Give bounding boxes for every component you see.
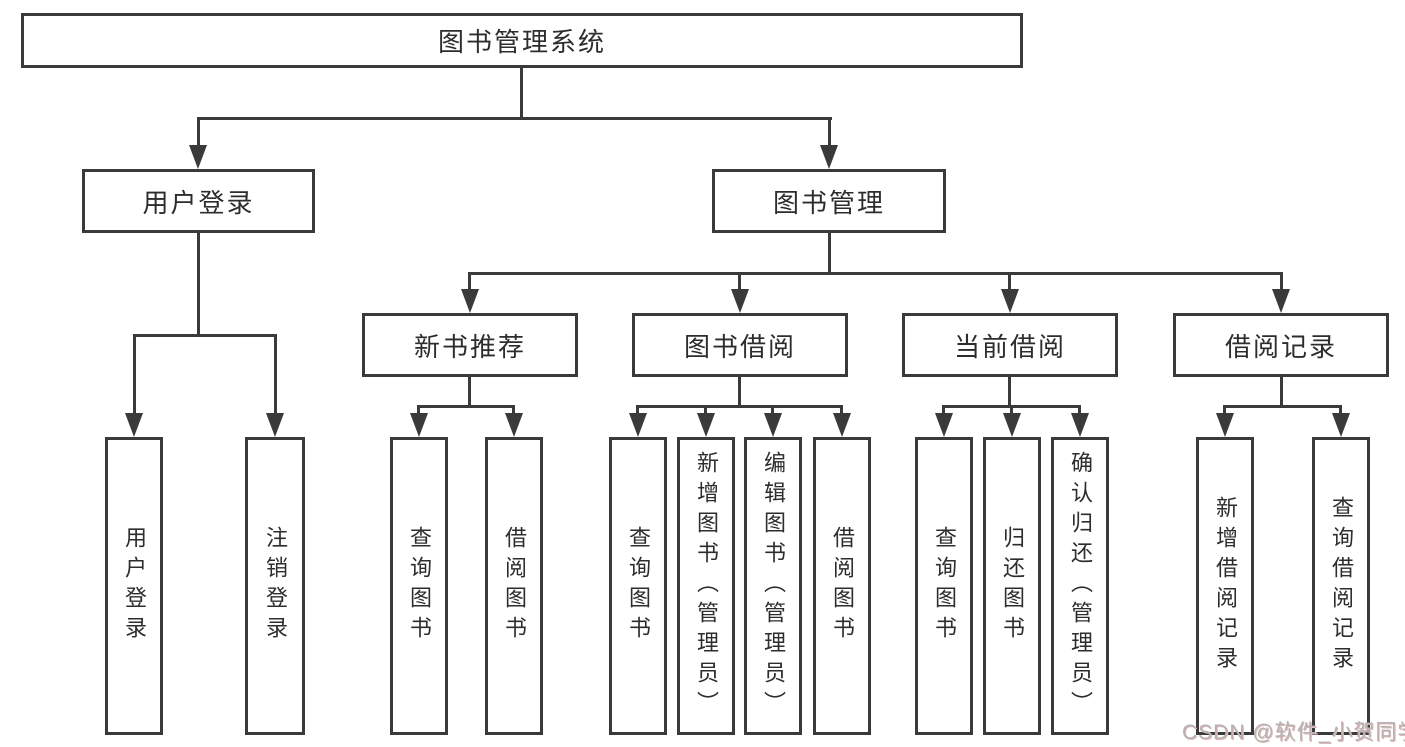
arrow-down-icon: [1216, 413, 1234, 437]
leaf-add-borrow-record: 新增借阅记录: [1196, 437, 1254, 735]
arrow-down-icon: [505, 413, 523, 437]
leaf-query-borrow-record: 查询借阅记录: [1312, 437, 1370, 735]
node-label: 编辑图书（管理员）: [761, 451, 786, 721]
connector-line: [197, 117, 200, 150]
node-book-management: 图书管理: [712, 169, 946, 233]
leaf-edit-book-admin: 编辑图书（管理员）: [744, 437, 802, 735]
connector-line: [840, 405, 843, 418]
connector-line: [417, 405, 515, 408]
arrow-down-icon: [1003, 413, 1021, 437]
connector-line: [771, 405, 774, 418]
node-label: 新增图书（管理员）: [694, 451, 719, 721]
arrow-down-icon: [833, 413, 851, 437]
connector-line: [1078, 405, 1081, 418]
arrow-down-icon: [820, 145, 838, 169]
node-new-book-recommend: 新书推荐: [362, 313, 578, 377]
node-label: 用户登录: [142, 187, 255, 218]
arrow-down-icon: [1272, 289, 1290, 313]
arrow-down-icon: [125, 413, 143, 437]
connector-line: [468, 377, 471, 408]
connector-line: [636, 405, 843, 408]
connector-line: [1010, 405, 1013, 418]
node-label: 查询图书: [932, 526, 957, 646]
leaf-borrow-books: 借阅图书: [485, 437, 543, 735]
node-label: 图书借阅: [683, 331, 796, 362]
node-label: 查询借阅记录: [1329, 496, 1354, 676]
connector-line: [133, 334, 277, 337]
connector-line: [738, 377, 741, 408]
arrow-down-icon: [1001, 289, 1019, 313]
arrow-down-icon: [731, 289, 749, 313]
connector-line: [828, 233, 831, 275]
node-borrowing-records: 借阅记录: [1173, 313, 1389, 377]
leaf-logout: 注销登录: [245, 437, 305, 735]
node-label: 查询图书: [626, 526, 651, 646]
connector-line: [1223, 405, 1342, 408]
node-book-borrowing: 图书借阅: [632, 313, 848, 377]
node-current-borrowing: 当前借阅: [902, 313, 1118, 377]
connector-line: [738, 272, 741, 292]
node-label: 注销登录: [263, 526, 288, 646]
arrow-down-icon: [1071, 413, 1089, 437]
connector-line: [1008, 377, 1011, 408]
arrow-down-icon: [1332, 413, 1350, 437]
node-label: 借阅记录: [1224, 331, 1337, 362]
leaf-query-books: 查询图书: [390, 437, 448, 735]
connector-line: [512, 405, 515, 418]
connector-line: [1008, 272, 1011, 292]
leaf-query-books: 查询图书: [609, 437, 667, 735]
node-label: 确认归还（管理员）: [1068, 451, 1093, 721]
arrow-down-icon: [764, 413, 782, 437]
node-label: 图书管理系统: [437, 27, 606, 57]
connector-line: [636, 405, 639, 418]
arrow-down-icon: [697, 413, 715, 437]
node-label: 借阅图书: [830, 526, 855, 646]
node-label: 借阅图书: [502, 526, 527, 646]
arrow-down-icon: [629, 413, 647, 437]
connector-line: [520, 68, 523, 120]
arrow-down-icon: [461, 289, 479, 313]
connector-line: [1223, 405, 1226, 418]
connector-line: [942, 405, 945, 418]
connector-line: [1339, 405, 1342, 418]
node-library-system: 图书管理系统: [21, 13, 1023, 68]
node-label: 新增借阅记录: [1213, 496, 1238, 676]
watermark: CSDN @软件_小贺同学: [1182, 721, 1405, 744]
connector-line: [274, 334, 277, 416]
connector-line: [1280, 272, 1283, 292]
leaf-query-books: 查询图书: [915, 437, 973, 735]
node-label: 用户登录: [122, 526, 147, 646]
connector-line: [468, 272, 1283, 275]
node-label: 新书推荐: [413, 331, 526, 362]
node-label: 归还图书: [1000, 526, 1025, 646]
connector-line: [197, 233, 200, 337]
arrow-down-icon: [410, 413, 428, 437]
leaf-return-books: 归还图书: [983, 437, 1041, 735]
node-label: 查询图书: [407, 526, 432, 646]
leaf-add-book-admin: 新增图书（管理员）: [677, 437, 735, 735]
connector-line: [468, 272, 471, 292]
connector-line: [133, 334, 136, 416]
node-user-login: 用户登录: [82, 169, 315, 233]
node-label: 当前借阅: [953, 331, 1066, 362]
connector-line: [417, 405, 420, 418]
arrow-down-icon: [935, 413, 953, 437]
connector-line: [197, 117, 832, 120]
arrow-down-icon: [189, 145, 207, 169]
node-label: 图书管理: [772, 187, 885, 218]
leaf-user-login: 用户登录: [105, 437, 163, 735]
leaf-confirm-return-admin: 确认归还（管理员）: [1051, 437, 1109, 735]
arrow-down-icon: [266, 413, 284, 437]
connector-line: [828, 117, 831, 150]
leaf-borrow-books: 借阅图书: [813, 437, 871, 735]
connector-line: [1280, 377, 1283, 408]
connector-line: [704, 405, 707, 418]
